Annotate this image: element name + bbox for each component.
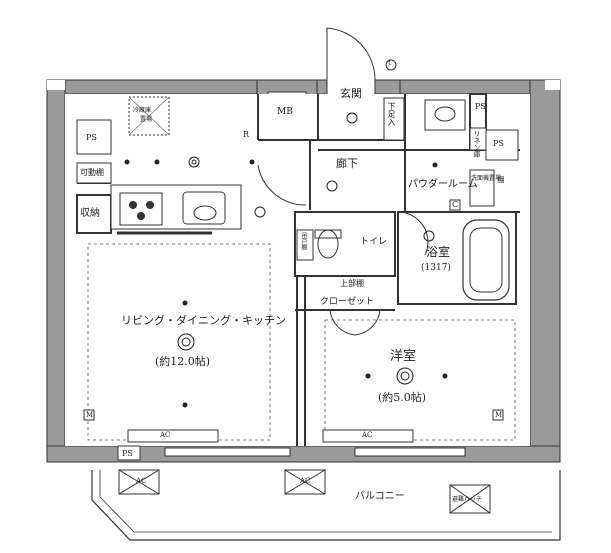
western-door-2	[354, 309, 381, 336]
washer-label: 洗面機置場	[471, 175, 502, 182]
wall-top-left	[46, 79, 273, 95]
movable-shelf-box	[76, 162, 112, 184]
washbasin	[424, 99, 466, 131]
r-label: R	[243, 130, 250, 139]
balcony	[91, 469, 561, 541]
western-size: (約5.0帖)	[378, 391, 427, 404]
bath-door	[397, 211, 429, 256]
hallway-label: 廊下	[336, 157, 358, 170]
evac-hatch-label: 避難ハッチ	[452, 496, 483, 503]
bathroom-size: (1317)	[421, 263, 451, 273]
c-label: C	[452, 200, 459, 209]
kitchen-counter	[110, 184, 242, 235]
mb-label: MB	[277, 107, 293, 117]
m-box-right	[492, 409, 504, 421]
western-name: 洋室	[390, 349, 417, 364]
closet-label: クローゼット	[320, 297, 375, 307]
wall-right	[529, 79, 561, 463]
fridge-label-1: 冷蔵庫	[133, 107, 152, 114]
ac-unit-2	[322, 429, 414, 443]
shoe-rack-box	[383, 97, 405, 141]
storage-label: 収納	[80, 208, 100, 219]
m-box-left	[83, 409, 95, 421]
ac-1-label: AC	[160, 431, 171, 439]
bathtub	[462, 219, 510, 301]
m-right-label: M	[495, 411, 503, 419]
fridge-space	[128, 96, 170, 136]
wall-top-entrance	[316, 79, 328, 95]
western-dashed	[324, 319, 516, 441]
corner-notch-right	[545, 80, 560, 90]
ldk-door	[257, 164, 307, 206]
western-door-1	[329, 309, 356, 336]
washer-box	[469, 169, 495, 207]
upper-shelf-label: 上部棚	[340, 279, 364, 288]
wall-left	[46, 79, 66, 463]
movable-shelf-label: 可動棚	[80, 168, 104, 177]
powder-room-label: パウダールーム	[408, 179, 478, 190]
toilet-shelf-box	[296, 229, 314, 261]
ps-top-label: PS	[475, 102, 486, 111]
linen-label: リネン庫	[473, 130, 481, 158]
ac-outdoor-2-label: AC	[300, 477, 311, 485]
stove	[129, 201, 154, 220]
ldk-name: リビング・ダイニング・キッチン	[121, 314, 286, 327]
windows	[164, 447, 466, 457]
shoe-rack-label: 下足入	[387, 102, 396, 126]
ps-left-label: PS	[86, 133, 97, 142]
t-label: t	[388, 59, 391, 67]
ps-box-right	[485, 129, 519, 161]
ac-outdoor-1-label: AC	[136, 477, 147, 485]
fridge-label-2: 置場	[140, 116, 153, 123]
shelf-label: 棚	[497, 176, 505, 183]
bathroom-label: 浴室	[426, 245, 451, 259]
ps-bottom-label: PS	[122, 449, 133, 458]
entrance-door	[326, 27, 376, 81]
ps-right-label: PS	[493, 139, 504, 148]
corner-notch-left	[47, 80, 65, 90]
kitchen-sink	[193, 205, 217, 221]
downlights	[177, 112, 435, 385]
c-box	[449, 199, 461, 211]
m-left-label: M	[86, 411, 94, 419]
toilet-label: トイレ	[360, 237, 388, 247]
t-mark	[385, 59, 397, 71]
wall-top-entrance-r	[374, 79, 401, 95]
ps-box-bottom	[117, 445, 141, 461]
ac-unit-1	[127, 429, 219, 443]
upper-cabinet-label: 吊戸棚	[300, 232, 307, 250]
ps-box-left	[76, 119, 112, 155]
linen-box	[469, 127, 487, 151]
ceiling-lights	[124, 159, 448, 408]
entrance-label: 玄関	[340, 87, 362, 100]
balcony-label: バルコニー	[355, 491, 405, 502]
ac-2-label: AC	[362, 431, 373, 439]
ldk-size: (約12.0帖)	[155, 355, 211, 368]
